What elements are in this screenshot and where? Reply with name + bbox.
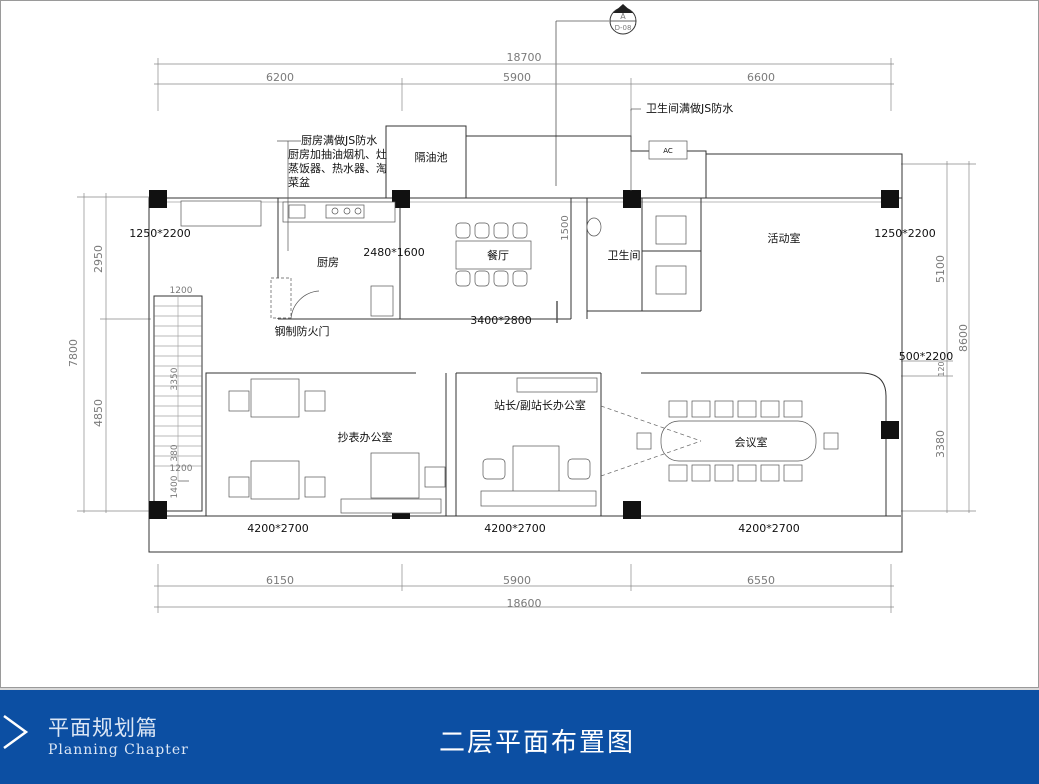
stair-treads <box>154 296 202 482</box>
room-meter-office: 抄表办公室 <box>338 430 393 444</box>
building-walls <box>148 125 903 553</box>
stair-dim-3: 380 <box>170 444 180 461</box>
room-grease-trap: 隔油池 <box>415 150 448 164</box>
window-right: 1250*2200 <box>874 227 936 240</box>
furniture <box>180 140 839 514</box>
kitchen-note-1: 厨房满做JS防水 <box>301 133 377 147</box>
window-left: 1250*2200 <box>129 227 191 240</box>
floor-plan-area: A D-08 18700 6200 5900 6600 6150 5900 65… <box>0 0 1039 688</box>
bottom-dimensions <box>154 564 894 613</box>
kitchen-note-4: 菜盆 <box>288 175 310 189</box>
dim-bottom-total: 18600 <box>507 597 542 610</box>
ac-label: AC <box>663 147 673 155</box>
left-dimensions <box>77 193 151 513</box>
section-sheet: D-08 <box>615 24 632 32</box>
chevron-right-icon <box>3 714 29 750</box>
window-kitchen: 2480*1600 <box>363 246 425 259</box>
section-marker: A D-08 <box>555 4 637 186</box>
window-bottom-2: 4200*2700 <box>484 522 546 535</box>
footer-banner: 平面规划篇 Planning Chapter 二层平面布置图 <box>0 688 1039 784</box>
annotation-leaders <box>277 108 641 323</box>
room-activity: 活动室 <box>768 231 801 245</box>
restroom-note: 卫生间满做JS防水 <box>646 101 733 115</box>
room-kitchen: 厨房 <box>317 256 339 269</box>
room-restroom: 卫生间 <box>608 248 641 262</box>
dim-right-total: 8600 <box>957 324 970 352</box>
room-meeting: 会议室 <box>735 435 768 449</box>
room-dining: 餐厅 <box>487 248 509 262</box>
chapter-title-en: Planning Chapter <box>48 742 189 758</box>
dining-height-dim: 1500 <box>560 215 571 240</box>
dim-right-1: 5100 <box>934 255 947 283</box>
stair-dim-1: 1200 <box>170 286 193 296</box>
dashed-leaders <box>600 405 702 477</box>
dim-left-2: 4850 <box>92 399 105 427</box>
page-title: 二层平面布置图 <box>439 728 636 758</box>
right-dimensions <box>901 161 976 513</box>
fire-door-label: 钢制防火门 <box>275 324 330 338</box>
dim-bottom-3: 6550 <box>747 574 775 587</box>
window-bottom-3: 4200*2700 <box>738 522 800 535</box>
dim-right-2: 120 <box>937 361 946 376</box>
dim-left-total: 7800 <box>67 339 80 367</box>
dim-top-total: 18700 <box>507 51 542 64</box>
kitchen-note-2: 厨房加抽油烟机、灶 <box>288 147 387 161</box>
dim-left-1: 2950 <box>92 245 105 273</box>
top-dimensions <box>154 58 894 111</box>
section-letter: A <box>620 12 626 21</box>
dim-bottom-1: 6150 <box>266 574 294 587</box>
kitchen-note-3: 蒸饭器、热水器、淘 <box>288 162 387 175</box>
dim-right-3: 3380 <box>934 430 947 458</box>
columns <box>149 190 899 519</box>
stair-dim-5: 1400 <box>170 475 180 498</box>
room-director-office: 站长/副站长办公室 <box>494 398 586 412</box>
dim-top-3: 6600 <box>747 71 775 84</box>
chapter-title-cn: 平面规划篇 <box>48 716 158 740</box>
dim-bottom-2: 5900 <box>503 574 531 587</box>
stair-dim-4: 1200 <box>170 464 193 474</box>
window-east: 500*2200 <box>899 350 954 363</box>
dim-top-2: 5900 <box>503 71 531 84</box>
stair-dim-2: 3350 <box>170 367 180 390</box>
window-dining: 3400*2800 <box>470 314 532 327</box>
window-bottom-1: 4200*2700 <box>247 522 309 535</box>
dim-top-1: 6200 <box>266 71 294 84</box>
floor-plan-drawing: A D-08 18700 6200 5900 6600 6150 5900 65… <box>67 4 976 613</box>
